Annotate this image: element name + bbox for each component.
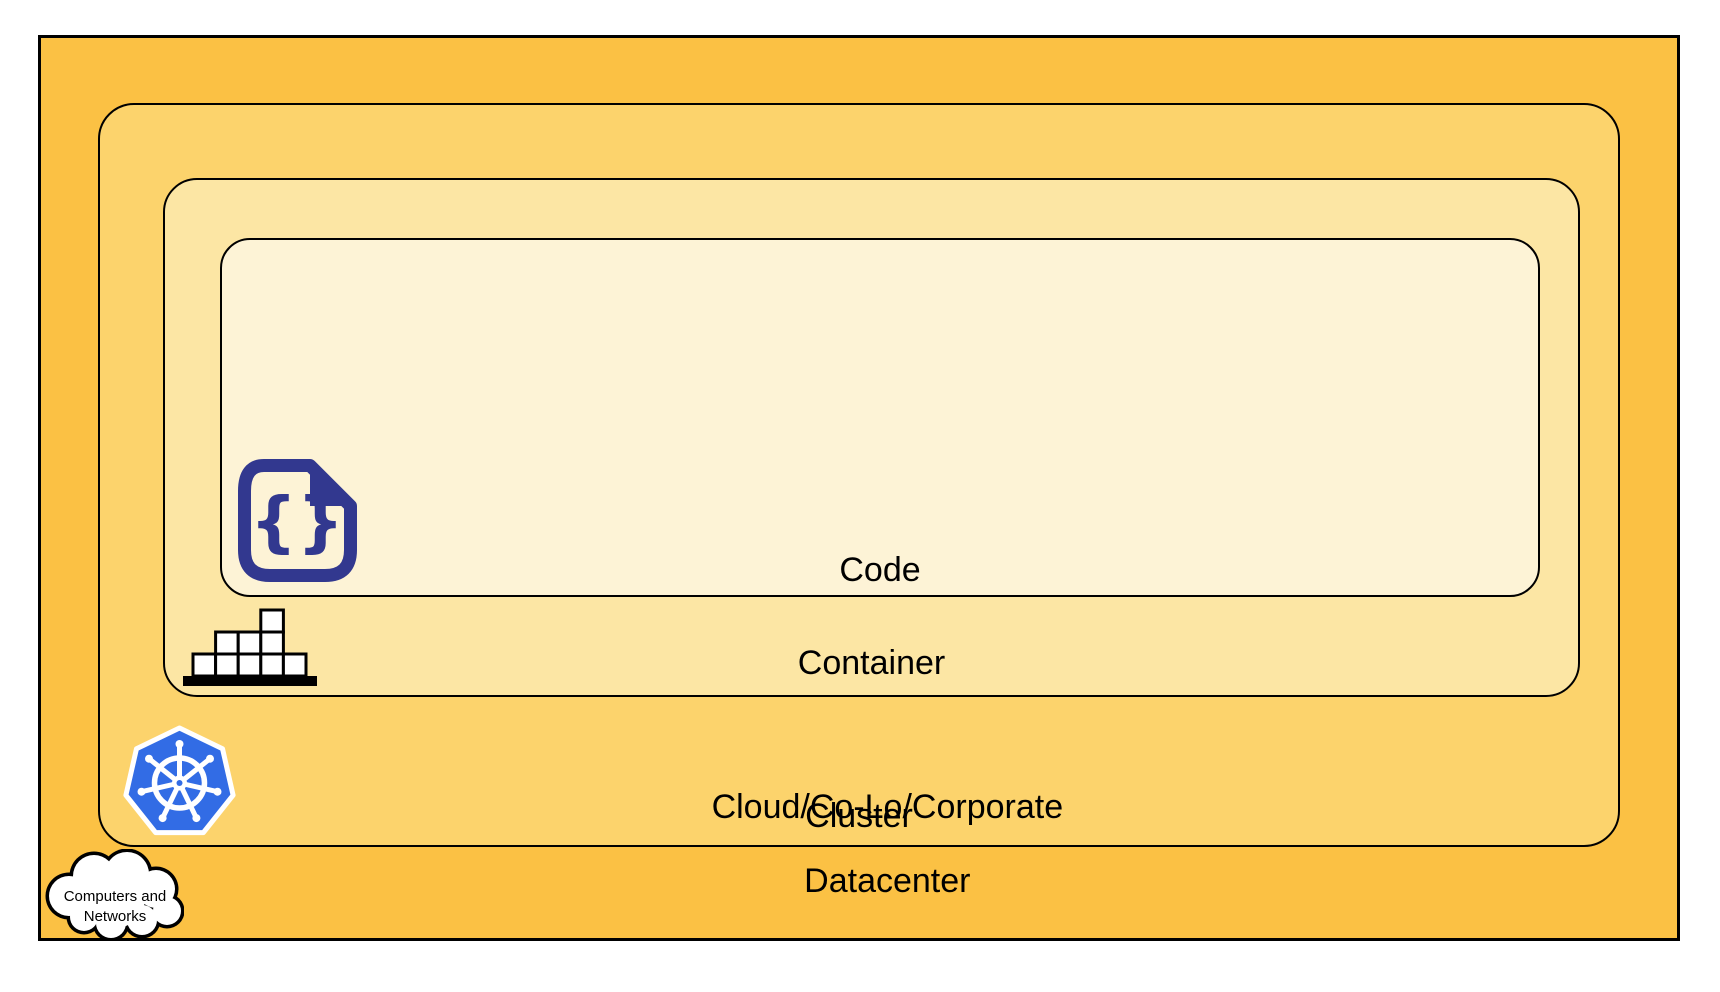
code-label: Code (839, 551, 921, 589)
container-layer: {} Code (163, 178, 1580, 697)
computers-networks-cloud-icon: Computers and Networks (45, 849, 184, 941)
datacenter-label-line1: Cloud/Co-Lo/Corporate (711, 788, 1064, 826)
cloud-callout-line2: Networks (84, 908, 147, 925)
svg-text:{}: {} (250, 483, 344, 560)
container-stack-icon (183, 608, 317, 686)
kubernetes-icon (123, 725, 236, 836)
code-layer: {} Code (220, 238, 1540, 597)
datacenter-label-line2: Datacenter (804, 862, 971, 900)
code-file-icon: {} (238, 459, 357, 582)
datacenter-label: Cloud/Co-Lo/Corporate Datacenter (41, 752, 1677, 937)
container-label: Container (797, 644, 946, 682)
datacenter-layer: {} Code (38, 35, 1680, 941)
cluster-layer: {} Code (98, 103, 1620, 847)
cloud-callout-line1: Computers and (64, 888, 167, 905)
cluster-label: Cluster (805, 797, 913, 835)
